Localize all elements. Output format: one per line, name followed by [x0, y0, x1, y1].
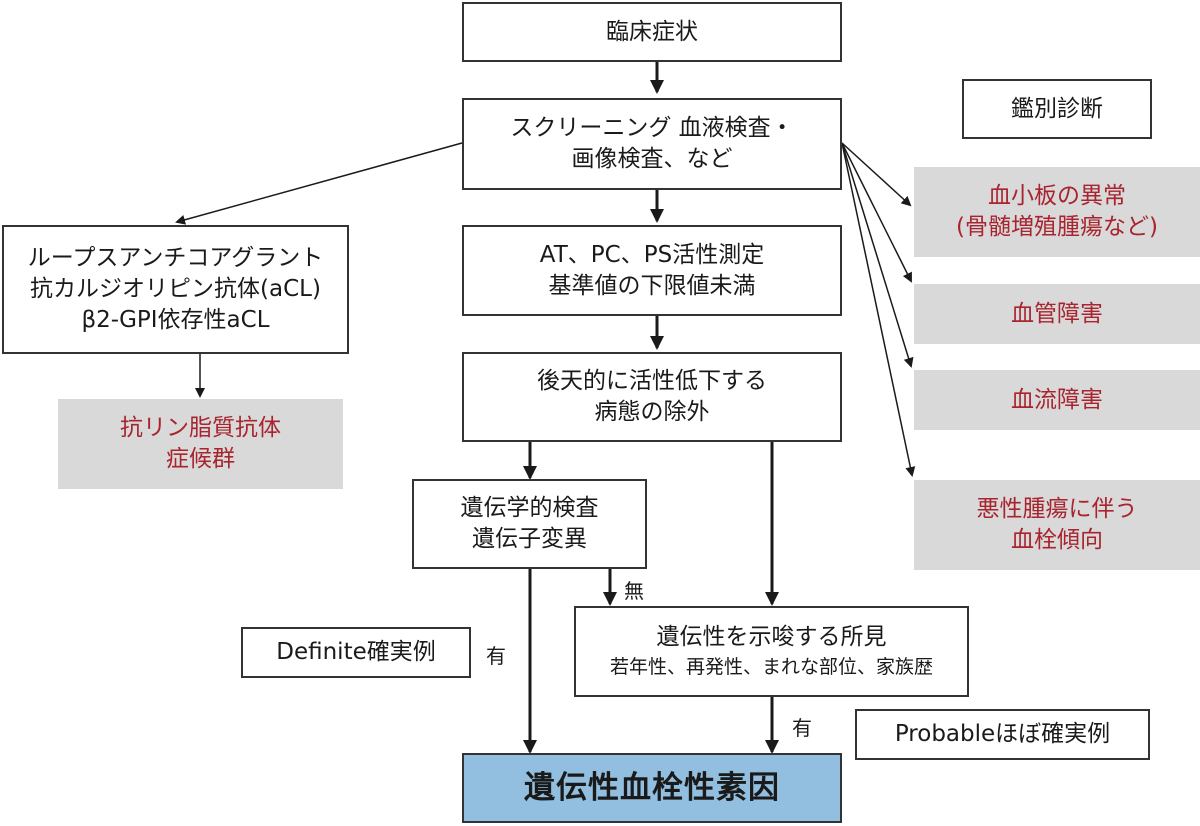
node-text: 画像検査、など: [571, 146, 733, 172]
node-text: 血小板の異常: [988, 183, 1126, 209]
node-text: 基準値の下限値未満: [548, 272, 756, 299]
node-text: 遺伝学的検査: [460, 495, 599, 521]
node-text: スクリーニング 血液検査・: [510, 115, 794, 141]
node-dd-vascular: 血管障害: [914, 284, 1200, 344]
node-text: 遺伝性を示唆する所見: [656, 624, 887, 650]
edge-label-none: 無: [624, 579, 644, 603]
node-subtext: 若年性、再発性、まれな部位、家族歴: [609, 656, 933, 678]
node-text: 血管障害: [1011, 300, 1103, 327]
node-dd-platelet: 血小板の異常 (骨髄増殖腫瘍など): [914, 167, 1200, 257]
node-text: 悪性腫瘍に伴う: [976, 496, 1138, 522]
node-text: 血流障害: [1011, 386, 1103, 413]
node-dd-flow: 血流障害: [914, 370, 1200, 430]
node-text: ループスアンチコアグラント: [27, 245, 324, 271]
node-text: 病態の除外: [594, 399, 710, 425]
node-text: Definite確実例: [276, 639, 436, 665]
arrow-to-dd-vascular: [841, 142, 912, 283]
node-exclude-acquired: 後天的に活性低下する 病態の除外: [462, 352, 842, 442]
node-text: 症候群: [166, 446, 235, 472]
node-text: 鑑別診断: [1011, 95, 1103, 122]
node-text: Probableほぼ確実例: [894, 721, 1111, 747]
node-activity-measurement: AT、PC、PS活性測定 基準値の下限値未満: [462, 225, 842, 316]
node-text: 遺伝性血栓性素因: [524, 769, 780, 806]
node-definite: Definite確実例: [241, 627, 471, 678]
node-text: 遺伝子変異: [472, 526, 587, 552]
node-genetic-test: 遺伝学的検査 遺伝子変異: [412, 479, 647, 569]
edge-label-yes-probable: 有: [792, 716, 812, 740]
arrow-to-dd-flow: [841, 142, 914, 368]
arrow-to-dd-malignancy: [841, 142, 916, 477]
node-text: AT、PC、PS活性測定: [539, 241, 765, 268]
node-text: 血栓傾向: [1011, 527, 1103, 553]
node-text: 後天的に活性低下する: [537, 368, 767, 394]
node-probable: Probableほぼ確実例: [855, 709, 1150, 760]
node-dd-malignancy: 悪性腫瘍に伴う 血栓傾向: [914, 480, 1200, 570]
node-differential-header: 鑑別診断: [962, 79, 1152, 139]
node-screening: スクリーニング 血液検査・ 画像検査、など: [462, 98, 842, 190]
node-clinical-symptoms: 臨床症状: [462, 2, 842, 62]
edge-label-yes-definite: 有: [486, 644, 506, 668]
node-text: (骨髄増殖腫瘍など): [956, 214, 1158, 240]
node-hereditary-thrombophilia: 遺伝性血栓性素因: [462, 753, 842, 823]
node-antiphospholipid-tests: ループスアンチコアグラント 抗カルジオリピン抗体(aCL) β2-GPI依存性a…: [2, 225, 349, 354]
node-text: β2-GPI依存性aCL: [81, 307, 270, 333]
node-text: 抗カルジオリピン抗体(aCL): [30, 276, 321, 302]
node-text: 抗リン脂質抗体: [120, 415, 281, 441]
node-text: 臨床症状: [606, 18, 698, 45]
arrow-to-dd-platelet: [841, 142, 912, 207]
arrow-screening-to-apl: [175, 142, 463, 225]
node-aps: 抗リン脂質抗体 症候群: [58, 399, 343, 489]
node-suggestive-findings: 遺伝性を示唆する所見 若年性、再発性、まれな部位、家族歴: [574, 606, 969, 697]
